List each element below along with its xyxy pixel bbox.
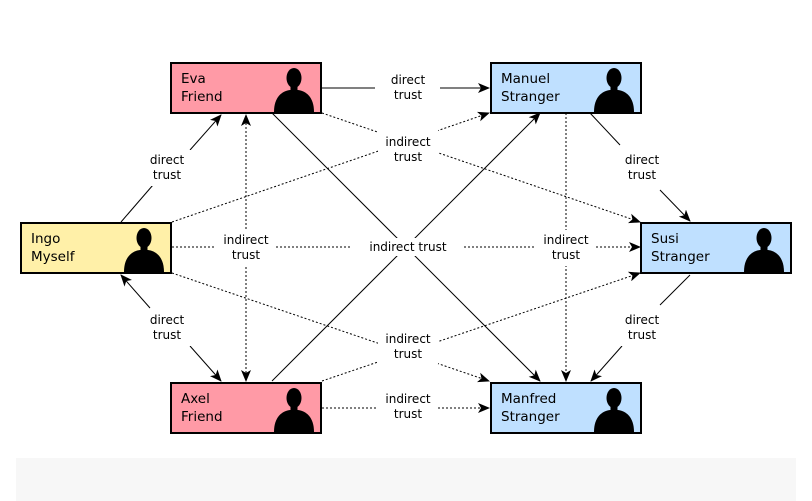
nodes: EvaFriendManuelStrangerIngoMyselfSusiStr… (20, 62, 792, 434)
node-name-eva: Eva (181, 71, 206, 87)
node-name-manfred: Manfred (501, 391, 556, 407)
label-direct-susi-manfred: direct (625, 313, 660, 327)
person-silhouette-icon (124, 228, 164, 272)
person-silhouette-icon (274, 388, 314, 432)
label-trust-upper: trust (394, 150, 422, 164)
node-name-ingo: Ingo (31, 231, 60, 247)
label-indirect-manuel-manfred: indirect (543, 233, 589, 247)
label-trust-manuel-manfred: trust (552, 248, 580, 262)
label-trust-manuel-susi: trust (628, 168, 656, 182)
label-indirect-eva-axel: indirect (223, 233, 269, 247)
label-indirect-trust-center: indirect trust (369, 240, 447, 254)
node-role-manuel: Stranger (501, 89, 560, 105)
label-trust-top: trust (394, 88, 422, 102)
node-role-susi: Stranger (651, 249, 710, 265)
bottom-band (16, 458, 796, 501)
label-trust-ingo-axel: trust (153, 328, 181, 342)
edge-susi-manfred-a (659, 274, 691, 306)
node-role-axel: Friend (181, 409, 223, 425)
edge-ingo-axel-direct-head (189, 345, 222, 382)
person-silhouette-icon (274, 68, 314, 112)
label-trust-lower: trust (394, 347, 422, 361)
edge-ingo-eva-direct-head (189, 114, 222, 151)
edge-axel-susi-indirect (321, 271, 641, 382)
node-role-ingo: Myself (31, 249, 76, 265)
label-indirect-bottom: indirect (385, 392, 431, 406)
label-direct-manuel-susi: direct (625, 153, 660, 167)
person-silhouette-icon (594, 388, 634, 432)
edge-labels: direct trust indirect trust direct trust… (140, 68, 669, 424)
node-role-manfred: Stranger (501, 409, 560, 425)
edge-ingo-axel-direct (120, 274, 151, 309)
edge-eva-susi-indirect (321, 112, 641, 224)
label-trust-bottom: trust (394, 407, 422, 421)
node-name-susi: Susi (651, 231, 679, 247)
label-direct-ingo-eva: direct (150, 153, 185, 167)
edge-manuel-susi-b (659, 189, 691, 222)
node-name-axel: Axel (181, 391, 210, 407)
person-silhouette-icon (744, 228, 784, 272)
node-role-eva: Friend (181, 89, 223, 105)
label-trust-eva-axel: trust (232, 248, 260, 262)
person-silhouette-icon (594, 68, 634, 112)
edge-manuel-susi-a (589, 112, 621, 146)
edge-ingo-manfred-indirect (171, 272, 490, 383)
label-direct-top: direct (391, 73, 426, 87)
label-indirect-lower: indirect (385, 332, 431, 346)
label-trust-susi-manfred: trust (628, 328, 656, 342)
node-name-manuel: Manuel (501, 71, 550, 87)
edge-susi-manfred-b (590, 345, 623, 382)
label-trust-ingo-eva: trust (153, 168, 181, 182)
label-indirect-upper: indirect (385, 135, 431, 149)
edge-ingo-manuel-indirect (171, 111, 490, 223)
label-direct-ingo-axel: direct (150, 313, 185, 327)
